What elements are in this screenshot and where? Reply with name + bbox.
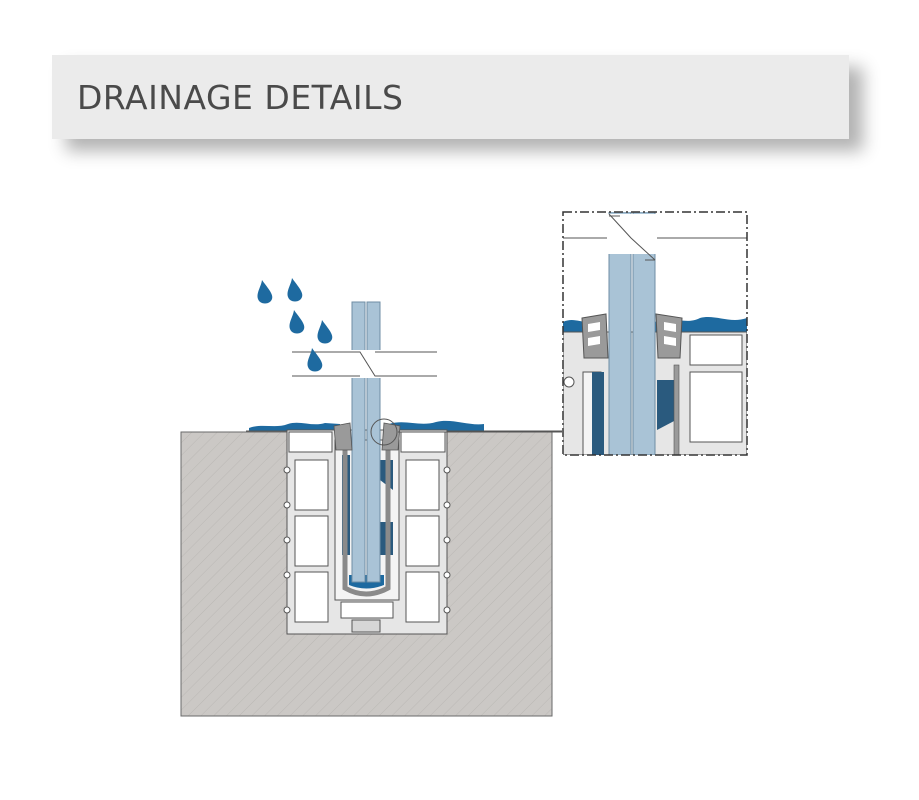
detail-view [562, 211, 748, 456]
break-line-icon [292, 350, 437, 378]
raindrops [257, 278, 333, 372]
raindrop-icon [289, 310, 305, 334]
surface-water [246, 420, 562, 432]
profile-ribs [283, 466, 451, 614]
raindrop-icon [317, 320, 333, 344]
title-banner: DRAINAGE DETAILS [52, 55, 849, 139]
raindrop-icon [257, 280, 273, 304]
raindrop-icon [287, 278, 303, 302]
page-title: DRAINAGE DETAILS [77, 78, 404, 117]
detail-callout-icon [370, 418, 562, 446]
raindrop-icon [307, 348, 323, 372]
gaskets [333, 422, 401, 451]
